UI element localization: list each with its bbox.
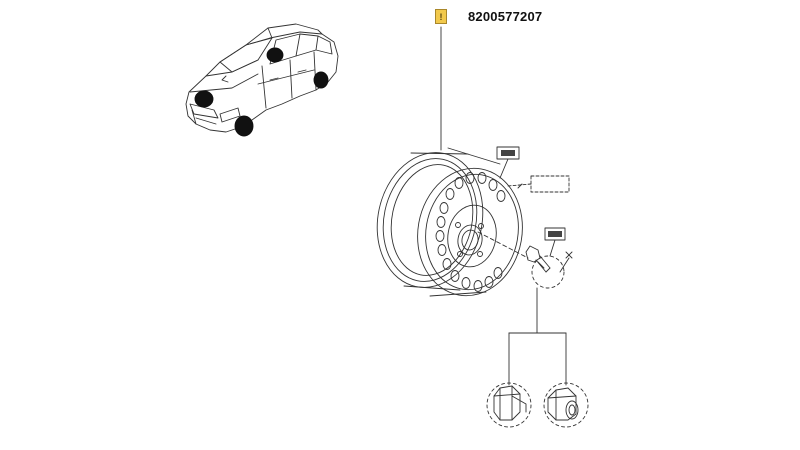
- car-location-icon: [185, 23, 339, 137]
- reference-tag-valve: [496, 146, 520, 179]
- vent-holes: [435, 172, 506, 292]
- wheel-nut-icon: [486, 382, 532, 428]
- steel-wheel-icon: [376, 147, 529, 297]
- reference-tag-dashed: [507, 175, 570, 193]
- part-number-label[interactable]: 8200577207: [468, 9, 543, 24]
- variant-bracket: [508, 287, 567, 386]
- wheel-bolt-icon: [525, 245, 573, 289]
- reference-tag-bolt: [544, 227, 566, 257]
- callout-marker-glyph: !: [439, 11, 443, 22]
- callout-marker[interactable]: !: [435, 9, 447, 24]
- wheel-nut-cap-icon: [543, 382, 589, 428]
